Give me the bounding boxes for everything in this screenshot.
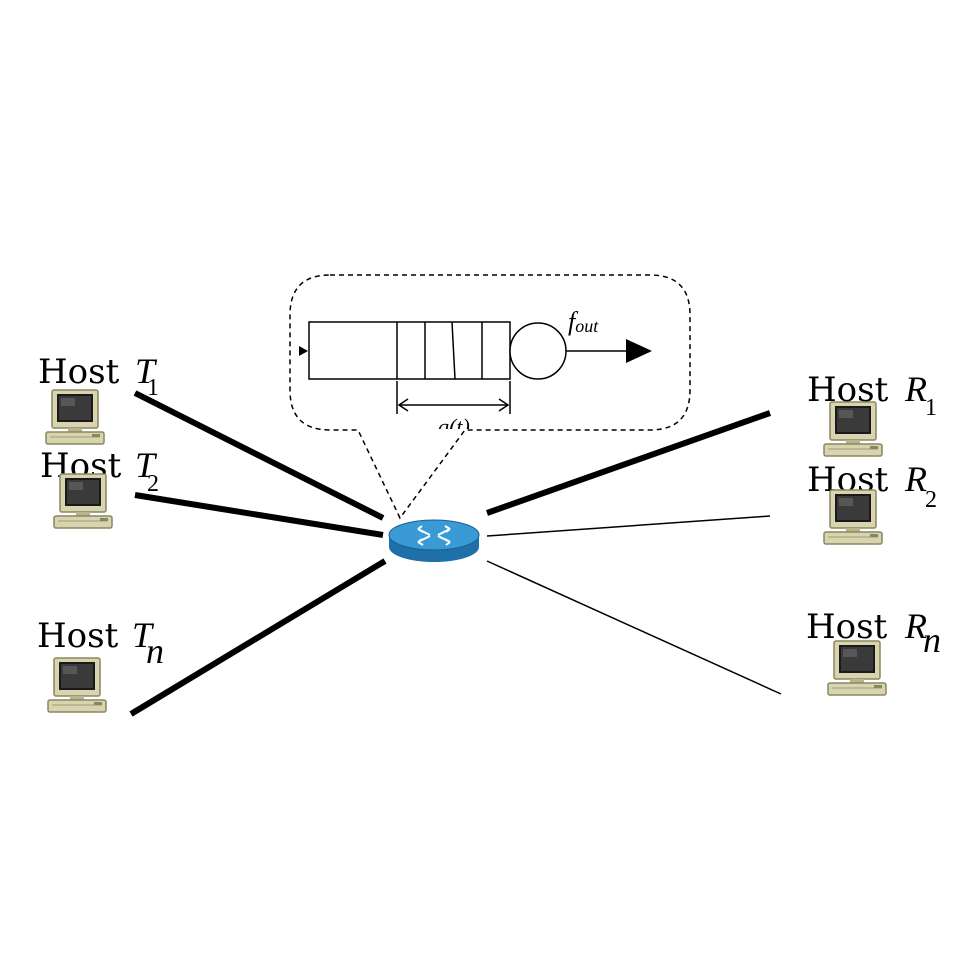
- host-t2: Host T2: [40, 445, 159, 529]
- link-t2: [134, 492, 384, 538]
- computer-icon: [53, 473, 113, 529]
- computer-icon: [823, 489, 883, 545]
- host-tn-word: Host: [37, 616, 119, 656]
- link-r2: [486, 515, 771, 537]
- host-t1-word: Host: [38, 352, 120, 392]
- host-r1: Host R1: [807, 369, 937, 457]
- computer-icon: [827, 640, 887, 696]
- queue-length-dimension: [396, 381, 511, 414]
- host-t1-var: T1: [135, 351, 159, 401]
- host-rn-var: Rn: [904, 606, 941, 660]
- computer-icon: [47, 657, 107, 713]
- host-tn-var: Tn: [132, 615, 164, 671]
- host-rn: Host Rn: [806, 606, 941, 696]
- link-rn: [486, 560, 782, 695]
- host-r1-var: R1: [904, 369, 937, 421]
- link-t1: [133, 390, 385, 521]
- host-t1: Host T1: [38, 351, 159, 445]
- link-r1: [486, 410, 771, 516]
- host-tn: Host Tn: [37, 615, 164, 713]
- host-t2-var: T2: [135, 445, 159, 497]
- computer-icon: [45, 389, 105, 445]
- router-icon: [388, 519, 480, 562]
- computer-icon: [823, 401, 883, 457]
- queue-callout: [289, 274, 691, 520]
- queue-buffer: [299, 321, 511, 380]
- queue-length-label: q(t): [438, 414, 470, 439]
- output-rate-label: fout: [568, 307, 599, 336]
- queue-server: [509, 322, 567, 380]
- link-tn: [129, 558, 387, 717]
